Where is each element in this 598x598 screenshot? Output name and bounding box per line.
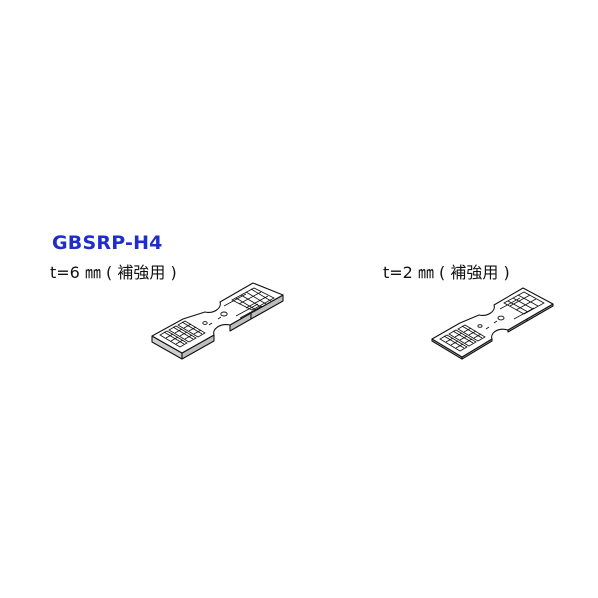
product-code: GBSRP-H4: [52, 232, 163, 254]
reinforcement-plate-thin-illustration: [431, 287, 554, 360]
variant-label-thin: t=2 ㎜ ( 補強用 ): [383, 263, 510, 282]
reinforcement-plate-thick-illustration: [151, 282, 284, 360]
variant-label-thick: t=6 ㎜ ( 補強用 ): [50, 263, 177, 282]
